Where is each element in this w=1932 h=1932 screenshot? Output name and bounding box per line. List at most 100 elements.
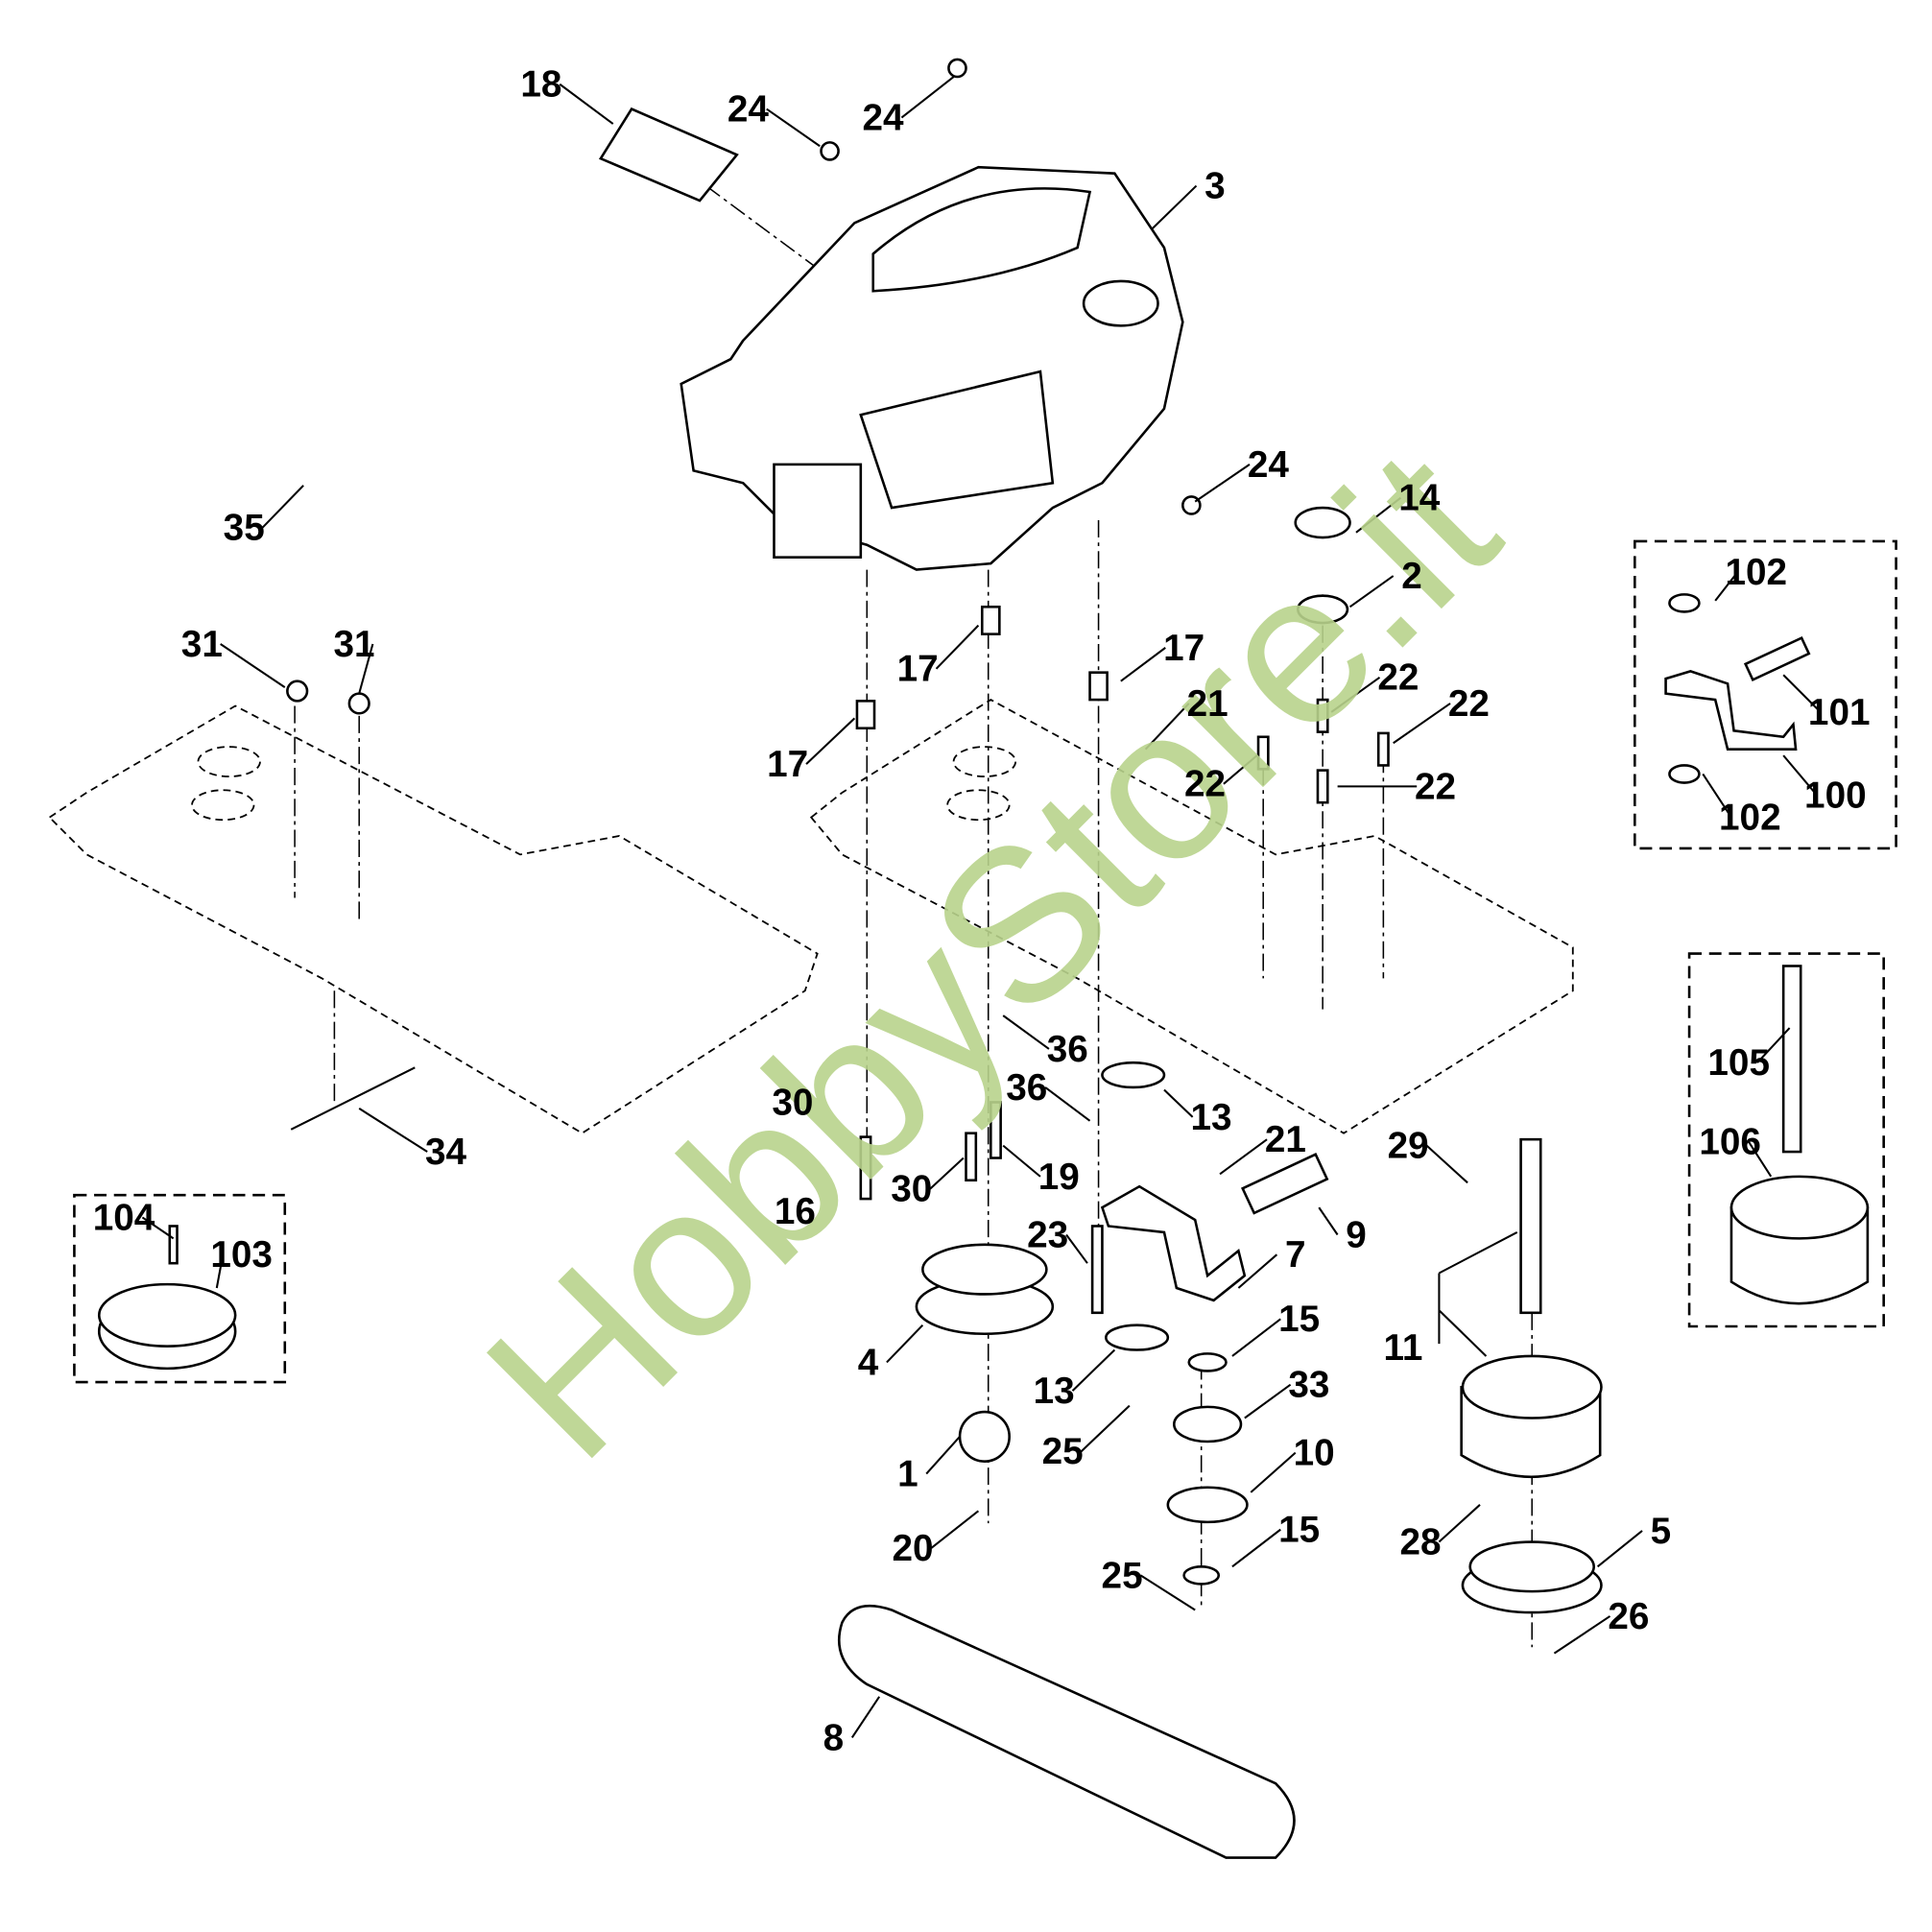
leader-line xyxy=(1163,1088,1194,1118)
callout-100: 100 xyxy=(1804,775,1867,816)
frame-plate-left xyxy=(48,704,819,1134)
callout-1: 1 xyxy=(897,1453,918,1494)
leader-line xyxy=(358,643,374,694)
callout-31: 31 xyxy=(334,624,375,665)
leader-line xyxy=(1080,1404,1131,1453)
callout-19: 19 xyxy=(1038,1157,1080,1198)
leader-line xyxy=(1231,1318,1281,1357)
leader-line xyxy=(1139,1574,1196,1611)
leader-line xyxy=(1065,1233,1088,1264)
callout-16: 16 xyxy=(775,1191,816,1232)
leader-line xyxy=(1553,1615,1611,1655)
leader-line xyxy=(215,1253,225,1289)
leader-line xyxy=(805,717,856,765)
leader-line xyxy=(358,1108,428,1153)
callout-9: 9 xyxy=(1346,1214,1367,1255)
callout-104: 104 xyxy=(93,1197,155,1238)
drive-belt xyxy=(838,1604,1296,1859)
leader-line xyxy=(559,83,614,125)
spring xyxy=(1240,1153,1329,1215)
callout-21: 21 xyxy=(1265,1119,1306,1160)
kit-box-spindle xyxy=(1687,952,1885,1328)
parts xyxy=(286,58,1603,1859)
callout-10: 10 xyxy=(1294,1433,1335,1474)
callout-21: 21 xyxy=(1187,683,1228,725)
leader-line xyxy=(1244,1383,1292,1419)
leader-line xyxy=(1348,575,1395,608)
callout-17: 17 xyxy=(897,649,939,690)
callout-13: 13 xyxy=(1190,1097,1231,1138)
frame-plate-right xyxy=(809,699,1574,1134)
leader-line xyxy=(1071,1348,1116,1392)
kit-box-pulley xyxy=(73,1193,287,1384)
leader-line xyxy=(1438,1504,1481,1543)
callout-25: 25 xyxy=(1102,1555,1143,1596)
leader-line xyxy=(1318,1206,1339,1236)
callout-15: 15 xyxy=(1278,1299,1320,1340)
callout-28: 28 xyxy=(1400,1521,1442,1562)
callout-20: 20 xyxy=(892,1528,933,1569)
leader-line xyxy=(1250,1451,1297,1493)
leader-line xyxy=(925,1436,961,1475)
leader-line xyxy=(935,624,980,670)
bracket xyxy=(1100,1184,1247,1302)
callout-23: 23 xyxy=(1027,1214,1068,1255)
decal xyxy=(598,107,739,203)
leader-line xyxy=(900,76,955,119)
leader-line xyxy=(766,107,821,148)
leader-line xyxy=(1194,464,1251,503)
callout-101: 101 xyxy=(1808,692,1871,733)
callout-2: 2 xyxy=(1401,556,1422,597)
leader-line xyxy=(1002,1014,1050,1050)
callout-14: 14 xyxy=(1398,478,1441,519)
callout-30: 30 xyxy=(891,1169,932,1210)
leader-line xyxy=(1002,1144,1041,1178)
leader-line xyxy=(886,1324,924,1364)
callout-22: 22 xyxy=(1448,683,1490,725)
callout-26: 26 xyxy=(1608,1596,1649,1637)
assembly-lines xyxy=(294,184,1533,1648)
callout-17: 17 xyxy=(767,744,808,785)
leader-line xyxy=(1756,1027,1791,1063)
callout-105: 105 xyxy=(1707,1042,1770,1084)
leader-line xyxy=(1144,703,1190,751)
leader-line xyxy=(1714,571,1739,602)
leader-line xyxy=(1219,1138,1268,1176)
callout-13: 13 xyxy=(1034,1371,1075,1412)
leader-line xyxy=(1120,647,1166,682)
callout-15: 15 xyxy=(1278,1510,1320,1551)
callout-36: 36 xyxy=(1047,1029,1088,1070)
callout-24: 24 xyxy=(727,88,770,130)
leader-line xyxy=(850,1696,881,1738)
leader-line xyxy=(1702,773,1732,819)
watermark: HobbyStore.it xyxy=(441,404,1540,1504)
callout-103: 103 xyxy=(210,1234,273,1276)
callout-22: 22 xyxy=(1415,766,1456,807)
leader-line xyxy=(1782,754,1818,797)
leader-line xyxy=(1330,677,1381,713)
callout-30: 30 xyxy=(772,1082,813,1123)
callout-22: 22 xyxy=(1377,657,1419,699)
callout-35: 35 xyxy=(224,508,265,549)
callout-8: 8 xyxy=(823,1717,845,1758)
leader-line xyxy=(1223,754,1258,785)
leader-line xyxy=(1231,1528,1281,1568)
leader-line xyxy=(1237,1253,1278,1289)
callout-29: 29 xyxy=(1388,1126,1429,1167)
callout-102: 102 xyxy=(1719,798,1781,839)
leader-line xyxy=(1748,1141,1773,1178)
leader-line xyxy=(930,1510,980,1549)
callout-5: 5 xyxy=(1651,1511,1672,1552)
leader-line xyxy=(1355,496,1402,534)
callout-33: 33 xyxy=(1288,1365,1329,1406)
engine xyxy=(680,165,1184,571)
leader-line xyxy=(929,1157,965,1190)
leader-line xyxy=(1044,1086,1091,1122)
leader-lines xyxy=(141,76,1822,1738)
callout-7: 7 xyxy=(1285,1234,1306,1276)
callout-31: 31 xyxy=(181,624,223,665)
callout-24: 24 xyxy=(863,97,905,138)
